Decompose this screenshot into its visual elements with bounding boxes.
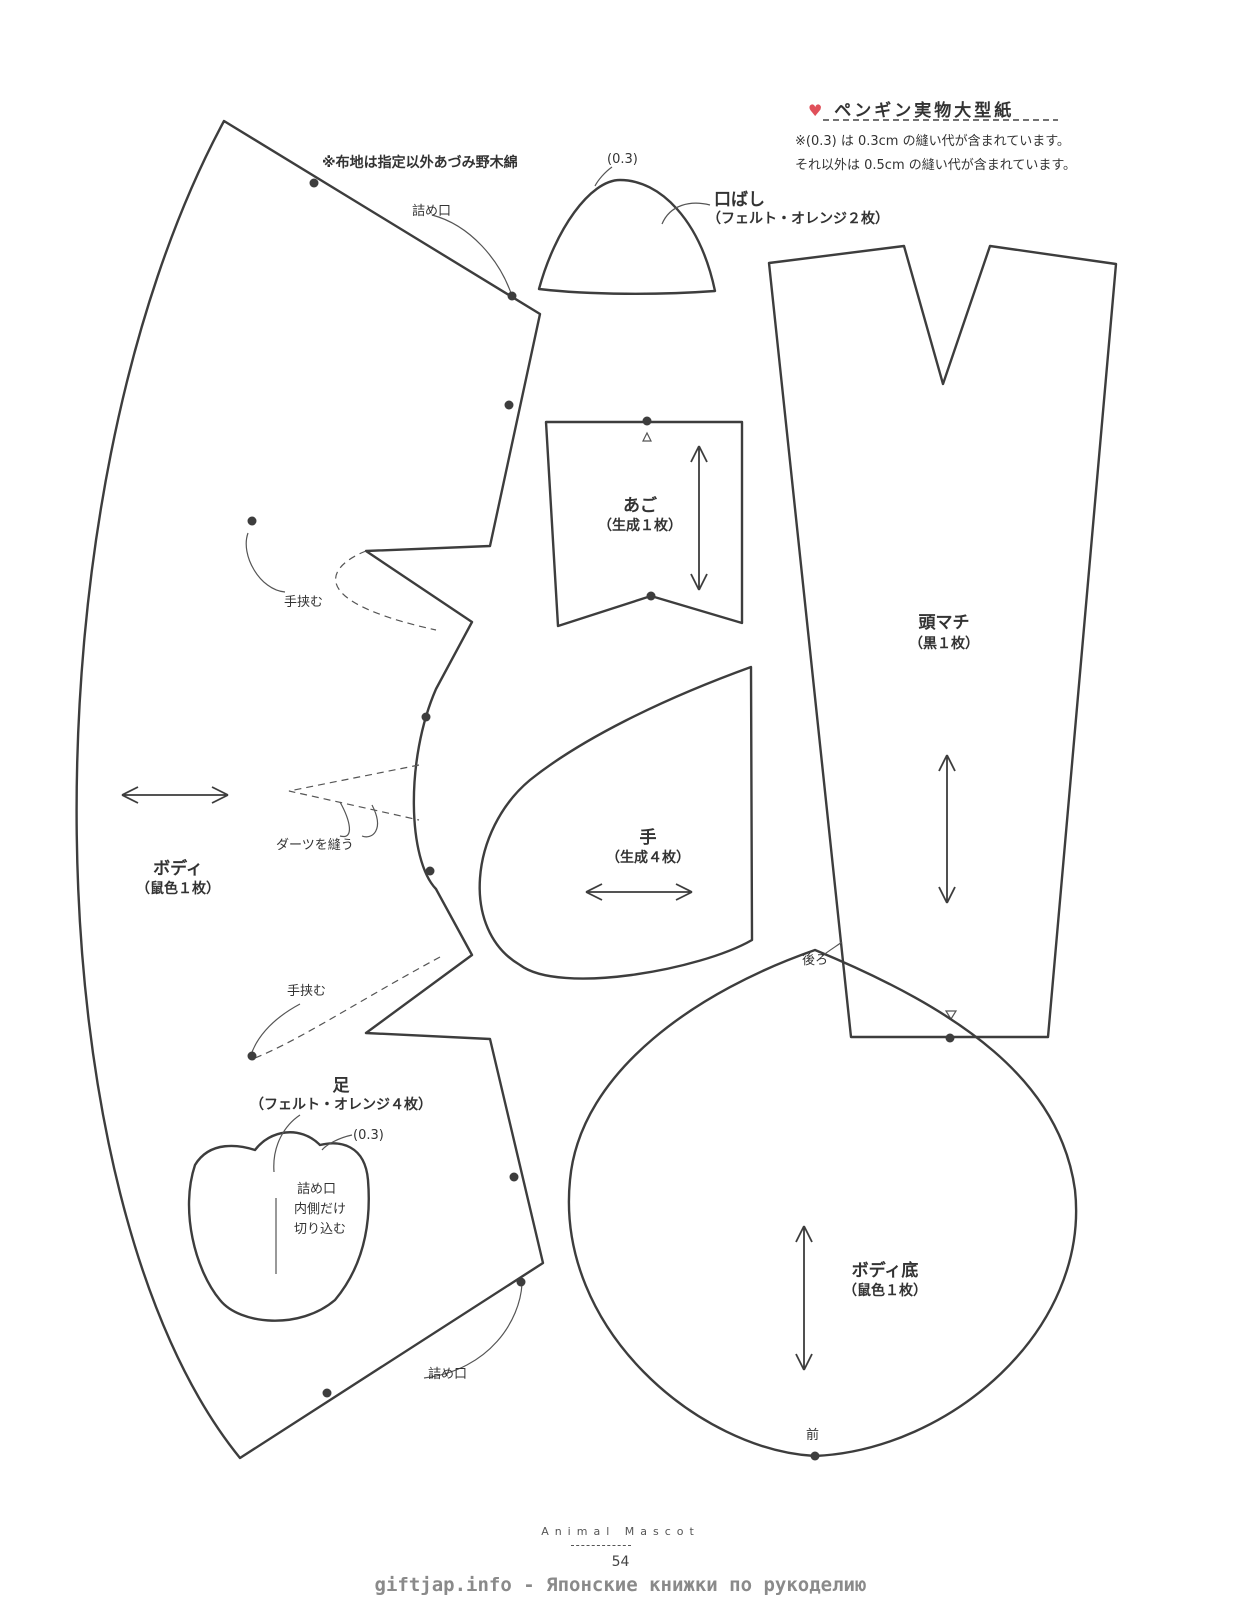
chin-notch xyxy=(642,431,652,442)
header-title-text: ペンギン実物大型紙 xyxy=(834,101,1015,121)
watermark: giftjap.info - Японские книжки по рукоде… xyxy=(374,1574,867,1596)
page-number: 54 xyxy=(611,1554,630,1570)
body-bottom-grain-arrow xyxy=(795,1225,813,1371)
head-gusset-piece-outline xyxy=(767,244,1118,1039)
leader-stuffing-top xyxy=(431,214,513,297)
hand-piece-outline xyxy=(478,665,754,980)
body-bottom-material: （鼠色１枚） xyxy=(843,1283,927,1299)
hand-insert-top-label: 手挟む xyxy=(284,595,324,610)
body-mark-dot xyxy=(247,1051,257,1061)
foot-seam-allowance: (0.3) xyxy=(353,1128,384,1143)
body-mark-dot xyxy=(421,712,431,722)
head-gusset-material: （黒１枚） xyxy=(909,636,979,652)
beak-material: （フェルト・オレンジ２枚） xyxy=(707,211,889,227)
leader-hand-top xyxy=(245,532,286,593)
beak-label-leader xyxy=(661,202,711,225)
body-bottom-label: ボディ底 xyxy=(851,1261,919,1281)
heart-icon: ♥ xyxy=(808,101,826,120)
stuffing-opening-top-label: 詰め口 xyxy=(412,204,452,219)
foot-seam-leader xyxy=(321,1134,353,1151)
hand-material: （生成４枚） xyxy=(606,850,690,866)
body-mark-dot xyxy=(425,866,435,876)
foot-note-line3: 切り込む xyxy=(294,1222,347,1237)
chin-material: （生成１枚） xyxy=(598,518,682,534)
body-mark-dot xyxy=(516,1277,526,1287)
foot-note-line1: 詰め口 xyxy=(297,1182,337,1197)
beak-seam-allowance: (0.3) xyxy=(607,152,638,167)
leader-dart2 xyxy=(361,804,378,838)
header-note-line1: ※(0.3) は 0.3cm の縫い代が含まれています。 xyxy=(795,134,1070,149)
body-bottom-front-label: 前 xyxy=(806,1428,820,1443)
body-mark-dot xyxy=(509,1172,519,1182)
body-mark-dot xyxy=(322,1388,332,1398)
chin-mark-dot xyxy=(642,416,652,426)
head-gusset-notch xyxy=(944,1010,958,1021)
body-bottom-back-leader xyxy=(821,941,843,957)
hand-grain-arrow xyxy=(585,883,693,901)
chin-mark-dot xyxy=(646,591,656,601)
body-mark-dot xyxy=(309,178,319,188)
body-mark-dot xyxy=(504,400,514,410)
hand-label: 手 xyxy=(639,828,657,848)
footer-divider xyxy=(571,1545,631,1546)
chin-piece-outline xyxy=(544,420,744,628)
body-label: ボディ xyxy=(153,859,203,879)
foot-material: （フェルト・オレンジ４枚） xyxy=(250,1097,432,1113)
foot-label-leader xyxy=(273,1114,301,1173)
leader-stuffing-bottom xyxy=(423,1283,523,1379)
chin-label: あご xyxy=(623,496,657,516)
beak-label: 口ばし xyxy=(714,190,765,210)
body-grain-arrow xyxy=(121,786,229,804)
hand-insert-bottom-dash xyxy=(254,956,441,1059)
leader-hand-bottom xyxy=(249,1003,301,1059)
header-title: ♥ ペンギン実物大型紙 xyxy=(808,96,1014,121)
beak-piece-outline xyxy=(537,178,717,295)
body-bottom-mark-dot xyxy=(945,1033,955,1043)
footer-brand: Animal Mascot xyxy=(541,1525,700,1538)
foot-label: 足 xyxy=(332,1076,350,1096)
body-dart xyxy=(288,764,420,821)
body-material: （鼠色１枚） xyxy=(136,881,220,897)
fabric-note: ※布地は指定以外あづみ野木綿 xyxy=(322,155,518,171)
hand-insert-bottom-label: 手挟む xyxy=(287,984,327,999)
body-piece-outline xyxy=(75,119,545,1460)
body-bottom-piece-outline xyxy=(567,948,1078,1458)
foot-note-line2: 内側だけ xyxy=(294,1202,347,1217)
body-mark-dot xyxy=(247,516,257,526)
leader-dart xyxy=(339,801,350,838)
chin-grain-arrow xyxy=(690,445,708,591)
beak-seam-leader xyxy=(594,166,613,187)
header-note-line2: それ以外は 0.5cm の縫い代が含まれています。 xyxy=(795,158,1077,173)
body-bottom-mark-dot xyxy=(810,1451,820,1461)
dart-label: ダーツを縫う xyxy=(276,838,354,853)
body-bottom-back-label: 後ろ xyxy=(802,953,829,968)
stuffing-opening-bottom-label: 詰め口 xyxy=(428,1367,468,1382)
hand-insert-top-dash xyxy=(335,550,437,631)
head-gusset-grain-arrow xyxy=(938,754,956,904)
body-mark-dot xyxy=(507,291,517,301)
head-gusset-label: 頭マチ xyxy=(918,613,970,633)
foot-piece-outline xyxy=(187,1131,370,1322)
